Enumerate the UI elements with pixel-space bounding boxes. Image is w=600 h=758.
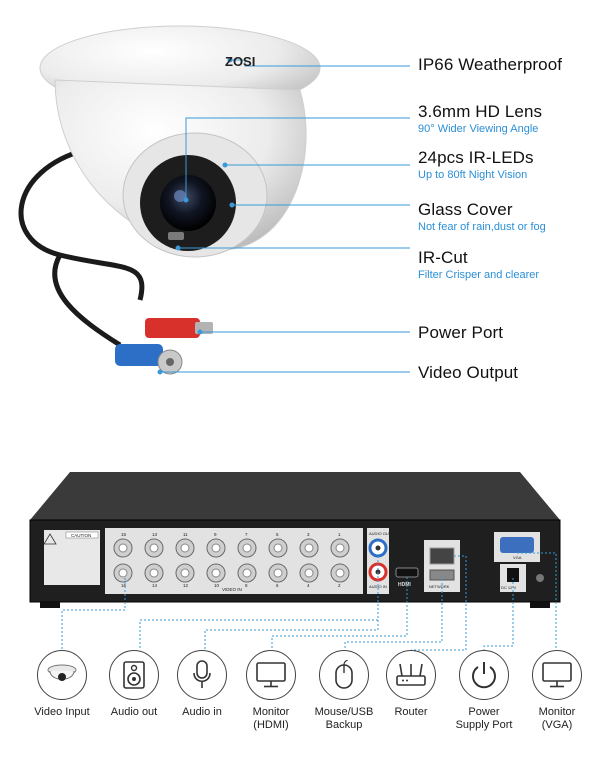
channel-label: 11 bbox=[183, 532, 188, 537]
port-audio-in: Audio in bbox=[171, 650, 233, 719]
leader-lines bbox=[157, 57, 410, 375]
port-label: Mouse/USB Backup bbox=[314, 706, 374, 731]
callout-sub: Up to 80ft Night Vision bbox=[418, 169, 528, 181]
channel-label: 16 bbox=[121, 583, 127, 588]
callout-video-output: Video Output bbox=[418, 363, 518, 383]
dc-port bbox=[507, 568, 519, 582]
channel-label: 9 bbox=[214, 532, 217, 537]
callout-title: Video Output bbox=[418, 363, 519, 382]
monitor-icon bbox=[532, 650, 582, 700]
mouse-icon bbox=[319, 650, 369, 700]
callout-ir-leds: 24pcs IR-LEDs Up to 80ft Night Vision bbox=[418, 148, 534, 182]
power-icon bbox=[459, 650, 509, 700]
svg-text:VIDEO IN: VIDEO IN bbox=[222, 587, 242, 592]
svg-text:HDMI: HDMI bbox=[398, 582, 411, 588]
svg-text:NETWORK: NETWORK bbox=[429, 584, 450, 589]
callout-title: IR-Cut bbox=[418, 248, 468, 267]
microphone-icon bbox=[177, 650, 227, 700]
video-in-panel bbox=[105, 528, 363, 594]
port-label: Audio in bbox=[182, 706, 222, 718]
port-video-input: Video Input bbox=[31, 650, 93, 719]
channel-label: 12 bbox=[183, 583, 189, 588]
bnc-bottom-row: 16 14 12 10 8 6 4 2 bbox=[113, 563, 350, 588]
svg-text:AUDIO OUT: AUDIO OUT bbox=[369, 531, 392, 536]
callout-title: 3.6mm HD Lens bbox=[418, 102, 543, 121]
port-label: Router bbox=[394, 706, 428, 718]
port-router: Router bbox=[380, 650, 442, 719]
channel-label: 3 bbox=[307, 532, 310, 537]
hdmi-port bbox=[395, 567, 419, 578]
port-label: Audio out bbox=[110, 706, 158, 718]
channel-label: 4 bbox=[307, 583, 310, 588]
vga-port bbox=[500, 537, 534, 553]
svg-text:CAUTION: CAUTION bbox=[71, 533, 91, 538]
channel-label: 5 bbox=[276, 532, 279, 537]
port-audio-out: Audio out bbox=[103, 650, 165, 719]
port-mouse-usb: Mouse/USB Backup bbox=[313, 650, 375, 732]
callout-sub: Filter Crisper and clearer bbox=[418, 269, 540, 281]
dvr-illustration: CAUTION 15 13 11 9 7 5 3 1 16 14 12 10 8 6 4 2 VIDEO I… bbox=[29, 472, 561, 651]
port-label: Power Supply Port bbox=[455, 706, 513, 731]
speaker-icon bbox=[109, 650, 159, 700]
port-label: Monitor (VGA) bbox=[538, 706, 576, 731]
port-label: Video Input bbox=[34, 706, 90, 718]
callout-ir-cut: IR-Cut Filter Crisper and clearer bbox=[418, 248, 539, 282]
callout-title: Power Port bbox=[418, 323, 504, 342]
monitor-icon bbox=[246, 650, 296, 700]
network-port bbox=[429, 547, 455, 565]
bnc-plug bbox=[115, 344, 163, 366]
callout-title: 24pcs IR-LEDs bbox=[418, 148, 534, 167]
callout-title: Glass Cover bbox=[418, 200, 513, 219]
callout-sub: Not fear of rain,dust or fog bbox=[418, 221, 546, 233]
callout-lens: 3.6mm HD Lens 90° Wider Viewing Angle bbox=[418, 102, 542, 136]
port-monitor-vga: Monitor (VGA) bbox=[526, 650, 588, 732]
svg-text:VGA: VGA bbox=[513, 555, 522, 560]
channel-label: 6 bbox=[276, 583, 279, 588]
svg-text:AUDIO IN: AUDIO IN bbox=[369, 584, 387, 589]
camera-brand-logo: ZOSI bbox=[225, 54, 255, 69]
port-monitor-hdmi: Monitor (HDMI) bbox=[240, 650, 302, 732]
dome-camera-icon bbox=[37, 650, 87, 700]
callout-power-port: Power Port bbox=[418, 323, 503, 343]
channel-label: 2 bbox=[338, 583, 341, 588]
callout-glass-cover: Glass Cover Not fear of rain,dust or fog bbox=[418, 200, 546, 234]
channel-label: 8 bbox=[245, 583, 248, 588]
callout-title: IP66 Weatherproof bbox=[418, 55, 563, 74]
svg-text:DC 12 V: DC 12 V bbox=[501, 585, 516, 590]
channel-label: 7 bbox=[245, 532, 248, 537]
callout-sub: 90° Wider Viewing Angle bbox=[418, 123, 539, 135]
channel-label: 1 bbox=[338, 532, 341, 537]
channel-label: 10 bbox=[214, 583, 220, 588]
port-power-supply: Power Supply Port bbox=[453, 650, 515, 732]
port-label: Monitor (HDMI) bbox=[252, 706, 290, 731]
lens bbox=[160, 175, 216, 231]
camera-illustration: ZOSI bbox=[18, 25, 410, 375]
port-leader-lines bbox=[61, 552, 557, 651]
channel-label: 15 bbox=[121, 532, 127, 537]
cable bbox=[18, 147, 145, 301]
dvr-top bbox=[30, 472, 560, 520]
power-plug bbox=[145, 318, 200, 338]
channel-label: 13 bbox=[152, 532, 158, 537]
router-icon bbox=[386, 650, 436, 700]
channel-label: 14 bbox=[152, 583, 158, 588]
callout-weatherproof: IP66 Weatherproof bbox=[418, 55, 562, 75]
cable-branch bbox=[52, 253, 122, 348]
bnc-top-row: 15 13 11 9 7 5 3 1 bbox=[113, 532, 350, 558]
